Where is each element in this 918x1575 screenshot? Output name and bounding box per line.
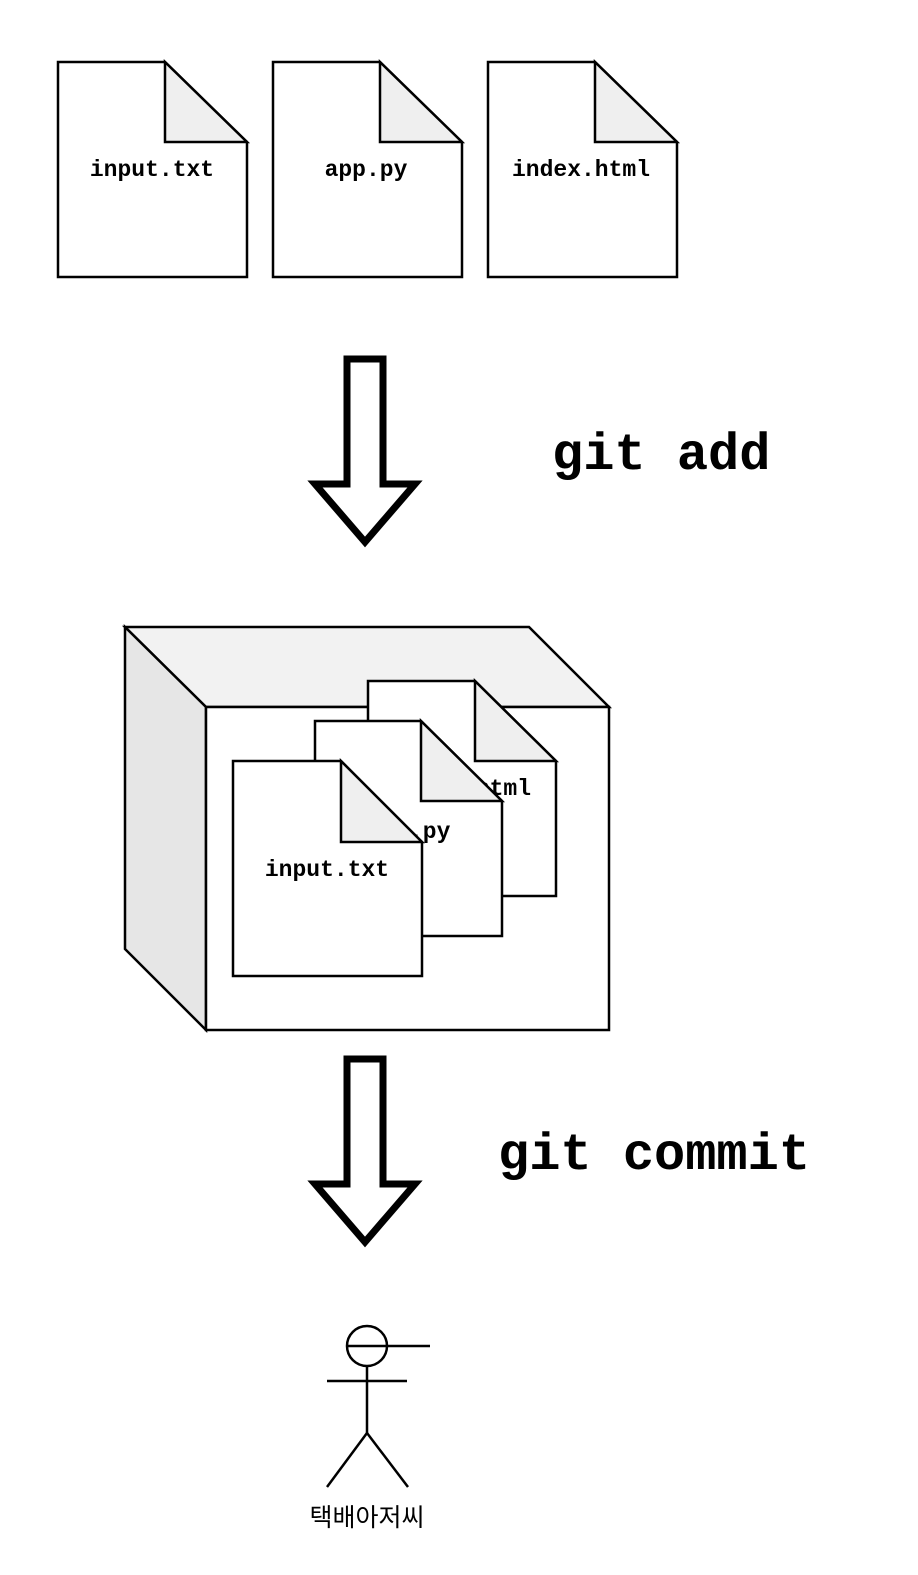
staged-label-input: input.txt [265,857,389,883]
arrow-down-commit [307,1055,423,1248]
working-file-input: input.txt [56,59,251,279]
git-commit-label: git commit [498,1126,810,1185]
working-file-app: app.py [271,59,466,279]
file-label-input: input.txt [90,157,214,183]
staged-file-input: input.txt [231,757,426,978]
file-label-index: index.html [512,157,650,183]
file-label-app: app.py [325,157,408,183]
arrow-down-add [307,355,423,548]
working-file-index: index.html [486,59,681,279]
actor-label: 택배아저씨 [309,1503,424,1532]
git-add-label: git add [552,426,770,485]
actor-icon [325,1324,430,1488]
